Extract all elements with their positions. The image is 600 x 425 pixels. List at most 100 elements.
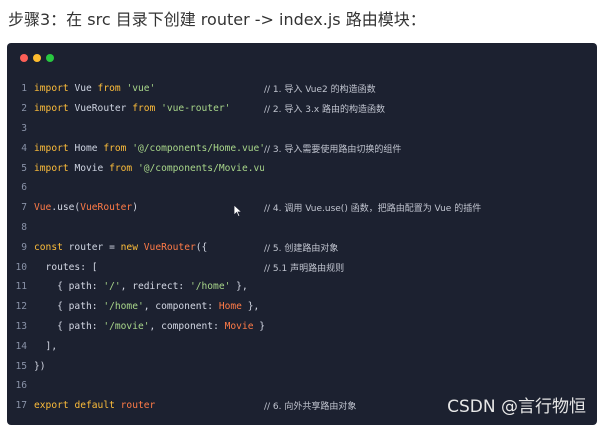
line-number: 9 <box>21 241 27 253</box>
line-number: 11 <box>15 281 27 293</box>
line-number: 16 <box>15 380 27 392</box>
code-token: from <box>103 142 133 154</box>
code-token: ) <box>132 202 138 214</box>
code-token: Vue <box>34 202 52 214</box>
code-token: from <box>109 162 138 174</box>
code-comment: // 5. 创建路由对象 <box>264 243 339 254</box>
code-text: export default router <box>34 400 264 411</box>
code-token: Movie <box>74 162 110 174</box>
code-token: router <box>68 241 110 253</box>
line-number: 3 <box>21 122 27 134</box>
code-line: 5 import Movie from '@/components/Movie.v… <box>7 158 597 178</box>
code-token: routes: [ <box>34 261 98 273</box>
code-token: 'vue-router' <box>161 103 231 115</box>
code-comment: // 6. 向外共享路由对象 <box>264 402 357 413</box>
code-token: Home <box>218 301 242 313</box>
code-token: { path: <box>34 301 104 313</box>
code-token: import <box>34 83 75 95</box>
code-line: 3 <box>7 119 597 139</box>
code-token: { path: <box>34 281 104 293</box>
code-token: from <box>132 103 162 115</box>
line-number: 13 <box>15 320 27 332</box>
code-token: = <box>109 241 121 253</box>
code-token: { path: <box>34 320 104 332</box>
code-line: 7 Vue.use(VueRouter)// 4. 调用 Vue.use() 函数… <box>7 198 597 218</box>
code-text: ], <box>34 341 264 352</box>
watermark: CSDN @言行物恒 <box>447 397 586 417</box>
code-text: { path: '/home', component: Home }, <box>34 301 264 312</box>
code-token: }) <box>34 360 46 372</box>
code-comment: // 2. 导入 3.x 路由的构造函数 <box>264 105 386 116</box>
code-token: }, <box>241 301 260 313</box>
line-number: 10 <box>15 261 27 273</box>
code-line: 11 { path: '/', redirect: '/home' }, <box>7 277 597 297</box>
code-token: }, <box>254 321 264 332</box>
code-token: import <box>34 103 75 115</box>
code-comment: // 5.1 声明路由规则 <box>264 263 345 274</box>
code-token: '/movie' <box>103 320 150 332</box>
code-text: const router = new VueRouter({ <box>34 242 264 253</box>
code-text: { path: '/movie', component: Movie }, <box>34 321 264 332</box>
close-dot-icon <box>20 54 28 62</box>
code-token: new <box>120 241 144 253</box>
code-token: const <box>34 241 69 253</box>
code-token: '@/components/Home.vue' <box>132 142 264 154</box>
code-token: }, <box>230 281 248 293</box>
step-heading: 步骤3：在 src 目录下创建 router -> index.js 路由模块： <box>8 10 426 29</box>
code-line: 8 <box>7 218 597 238</box>
line-number: 12 <box>15 301 27 313</box>
code-line: 12 { path: '/home', component: Home }, <box>7 297 597 317</box>
code-comment: // 1. 导入 Vue2 的构造函数 <box>264 85 376 96</box>
code-token: default <box>74 400 121 412</box>
line-number: 6 <box>21 182 27 194</box>
code-token: ({ <box>195 241 208 253</box>
code-token: VueRouter <box>143 241 196 253</box>
code-token: router <box>120 400 156 412</box>
code-text: routes: [ <box>34 262 264 273</box>
line-number: 17 <box>15 400 27 412</box>
minimize-dot-icon <box>33 54 41 62</box>
code-comment: // 3. 导入需要使用路由切换的组件 <box>264 144 402 155</box>
code-text: }) <box>34 361 264 372</box>
line-number: 4 <box>21 142 27 154</box>
code-token: Home <box>74 142 104 154</box>
line-number: 14 <box>15 340 27 352</box>
code-token: Vue <box>74 83 98 95</box>
line-number: 15 <box>15 360 27 372</box>
code-token: '/home' <box>189 281 231 293</box>
code-token: , component: <box>149 320 225 332</box>
code-token: , redirect: <box>120 281 190 293</box>
code-comment: // 4. 调用 Vue.use() 函数，把路由配置为 Vue 的插件 <box>264 204 482 215</box>
code-token: 'vue' <box>126 83 156 95</box>
line-number: 7 <box>21 202 27 214</box>
code-text: import Home from '@/components/Home.vue' <box>34 143 264 154</box>
code-token: export <box>34 400 75 412</box>
code-token: Movie <box>224 320 254 332</box>
code-line: 10 routes: [ // 5.1 声明路由规则 <box>7 257 597 277</box>
code-token: , component: <box>143 301 219 313</box>
mouse-cursor-icon <box>233 204 243 218</box>
code-token: from <box>97 83 127 95</box>
line-number: 2 <box>21 103 27 115</box>
code-token: '/home' <box>103 301 144 313</box>
code-line: 4 import Home from '@/components/Home.vue… <box>7 138 597 158</box>
line-number: 8 <box>21 221 27 233</box>
line-number: 5 <box>21 162 27 174</box>
code-text: { path: '/', redirect: '/home' }, <box>34 281 264 292</box>
code-text: import Vue from 'vue' <box>34 83 264 94</box>
code-text: Vue.use(VueRouter) <box>34 202 264 213</box>
code-token: VueRouter <box>74 103 133 115</box>
code-token: '@/components/Movie.vue' <box>137 162 264 174</box>
code-text: import VueRouter from 'vue-router' <box>34 103 264 114</box>
code-line: 6 <box>7 178 597 198</box>
code-token: import <box>34 162 75 174</box>
code-token: .use( <box>51 202 81 214</box>
code-text: import Movie from '@/components/Movie.vu… <box>34 163 264 174</box>
code-line: 15}) <box>7 356 597 376</box>
